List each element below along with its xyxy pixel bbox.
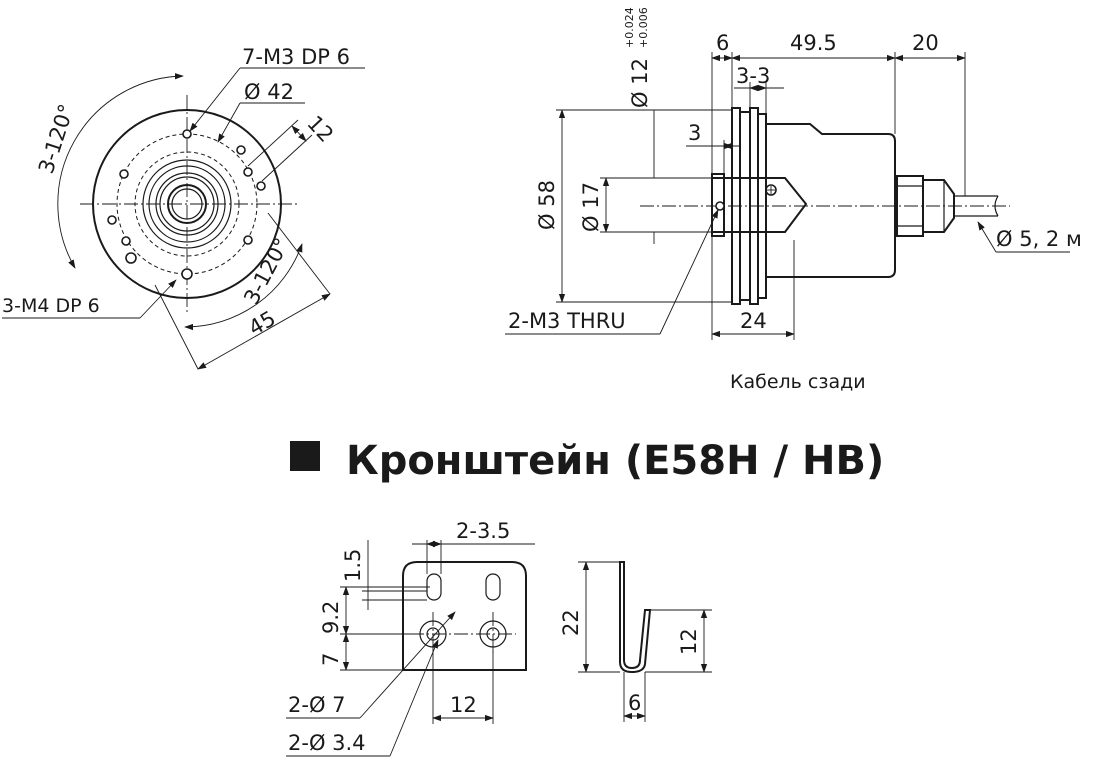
label-dim-24: 24 — [740, 309, 767, 333]
front-view: 7-M3 DP 6 Ø 42 12 3-120° 3-120° 45 3-M4 … — [2, 45, 365, 370]
caption-cable-rear: Кабель сзади — [730, 371, 866, 393]
bracket-front-view: 2-3.5 1.5 9.2 7 12 2-Ø 7 2-Ø 3.4 — [286, 519, 535, 757]
m3-hole — [182, 129, 192, 139]
m3-hole — [119, 169, 129, 179]
label-dim-6-side: 6 — [628, 691, 641, 715]
label-shaft-tol-upper: +0.024 — [623, 7, 636, 48]
m4-hole — [125, 252, 137, 264]
label-dim-3-3: 3-3 — [736, 64, 770, 88]
m3-hole — [256, 181, 266, 191]
label-dim-12-side: 12 — [677, 628, 701, 655]
label-dia-42: Ø 42 — [244, 80, 294, 104]
section-title: Кронштейн (E58H / HB) — [346, 438, 884, 484]
m3-hole — [236, 145, 246, 155]
label-dim-12-bracket: 12 — [450, 693, 477, 717]
cable-gland — [896, 175, 924, 237]
shaft — [712, 177, 808, 233]
label-holes-bottom: 3-M4 DP 6 — [2, 295, 100, 317]
collar-screw — [715, 201, 725, 211]
bracket-side-view: 22 12 6 — [559, 561, 712, 722]
label-dim-20: 20 — [912, 31, 939, 55]
label-shaft-dia: Ø 12 — [628, 58, 652, 108]
label-holes-thru: 2-M3 THRU — [508, 309, 626, 333]
label-dim-1-5: 1.5 — [341, 549, 365, 582]
label-dim-45: 45 — [245, 306, 280, 340]
m3-hole — [243, 167, 253, 177]
label-holes-top: 7-M3 DP 6 — [242, 45, 350, 69]
label-cable-dia: Ø 5, 2 м — [996, 227, 1082, 251]
encoder-body — [766, 123, 896, 278]
m3-hole — [121, 236, 131, 246]
label-angle-right: 3-120° — [239, 234, 294, 308]
title-square-icon — [290, 441, 320, 471]
label-dim-22: 22 — [559, 609, 583, 636]
m3-hole — [243, 235, 253, 245]
label-dim-6: 6 — [716, 31, 729, 55]
bracket-outline — [402, 561, 527, 671]
label-dim-9-2: 9.2 — [319, 601, 343, 634]
label-slots: 2-3.5 — [456, 519, 510, 543]
label-dim-3: 3 — [688, 121, 701, 145]
flange-plate-4 — [757, 113, 767, 299]
label-dia-7: 2-Ø 7 — [288, 693, 346, 717]
m4-hole — [181, 268, 193, 280]
label-dia-58: Ø 58 — [535, 180, 559, 230]
label-dia-17: Ø 17 — [579, 182, 603, 232]
m4-hole — [107, 215, 117, 225]
side-view: 6 49.5 20 3-3 3 Ø 12 +0.024 +0.006 Ø 58 … — [505, 7, 1082, 393]
label-dim-49-5: 49.5 — [790, 31, 837, 55]
label-angle-left: 3-120° — [34, 101, 79, 176]
label-dim-12: 12 — [302, 111, 338, 147]
label-dim-7: 7 — [319, 653, 343, 666]
label-shaft-tol-lower: +0.006 — [637, 7, 650, 48]
bracket-profile — [619, 561, 652, 674]
slot-right — [485, 573, 501, 601]
label-dia-3-4: 2-Ø 3.4 — [288, 731, 366, 755]
